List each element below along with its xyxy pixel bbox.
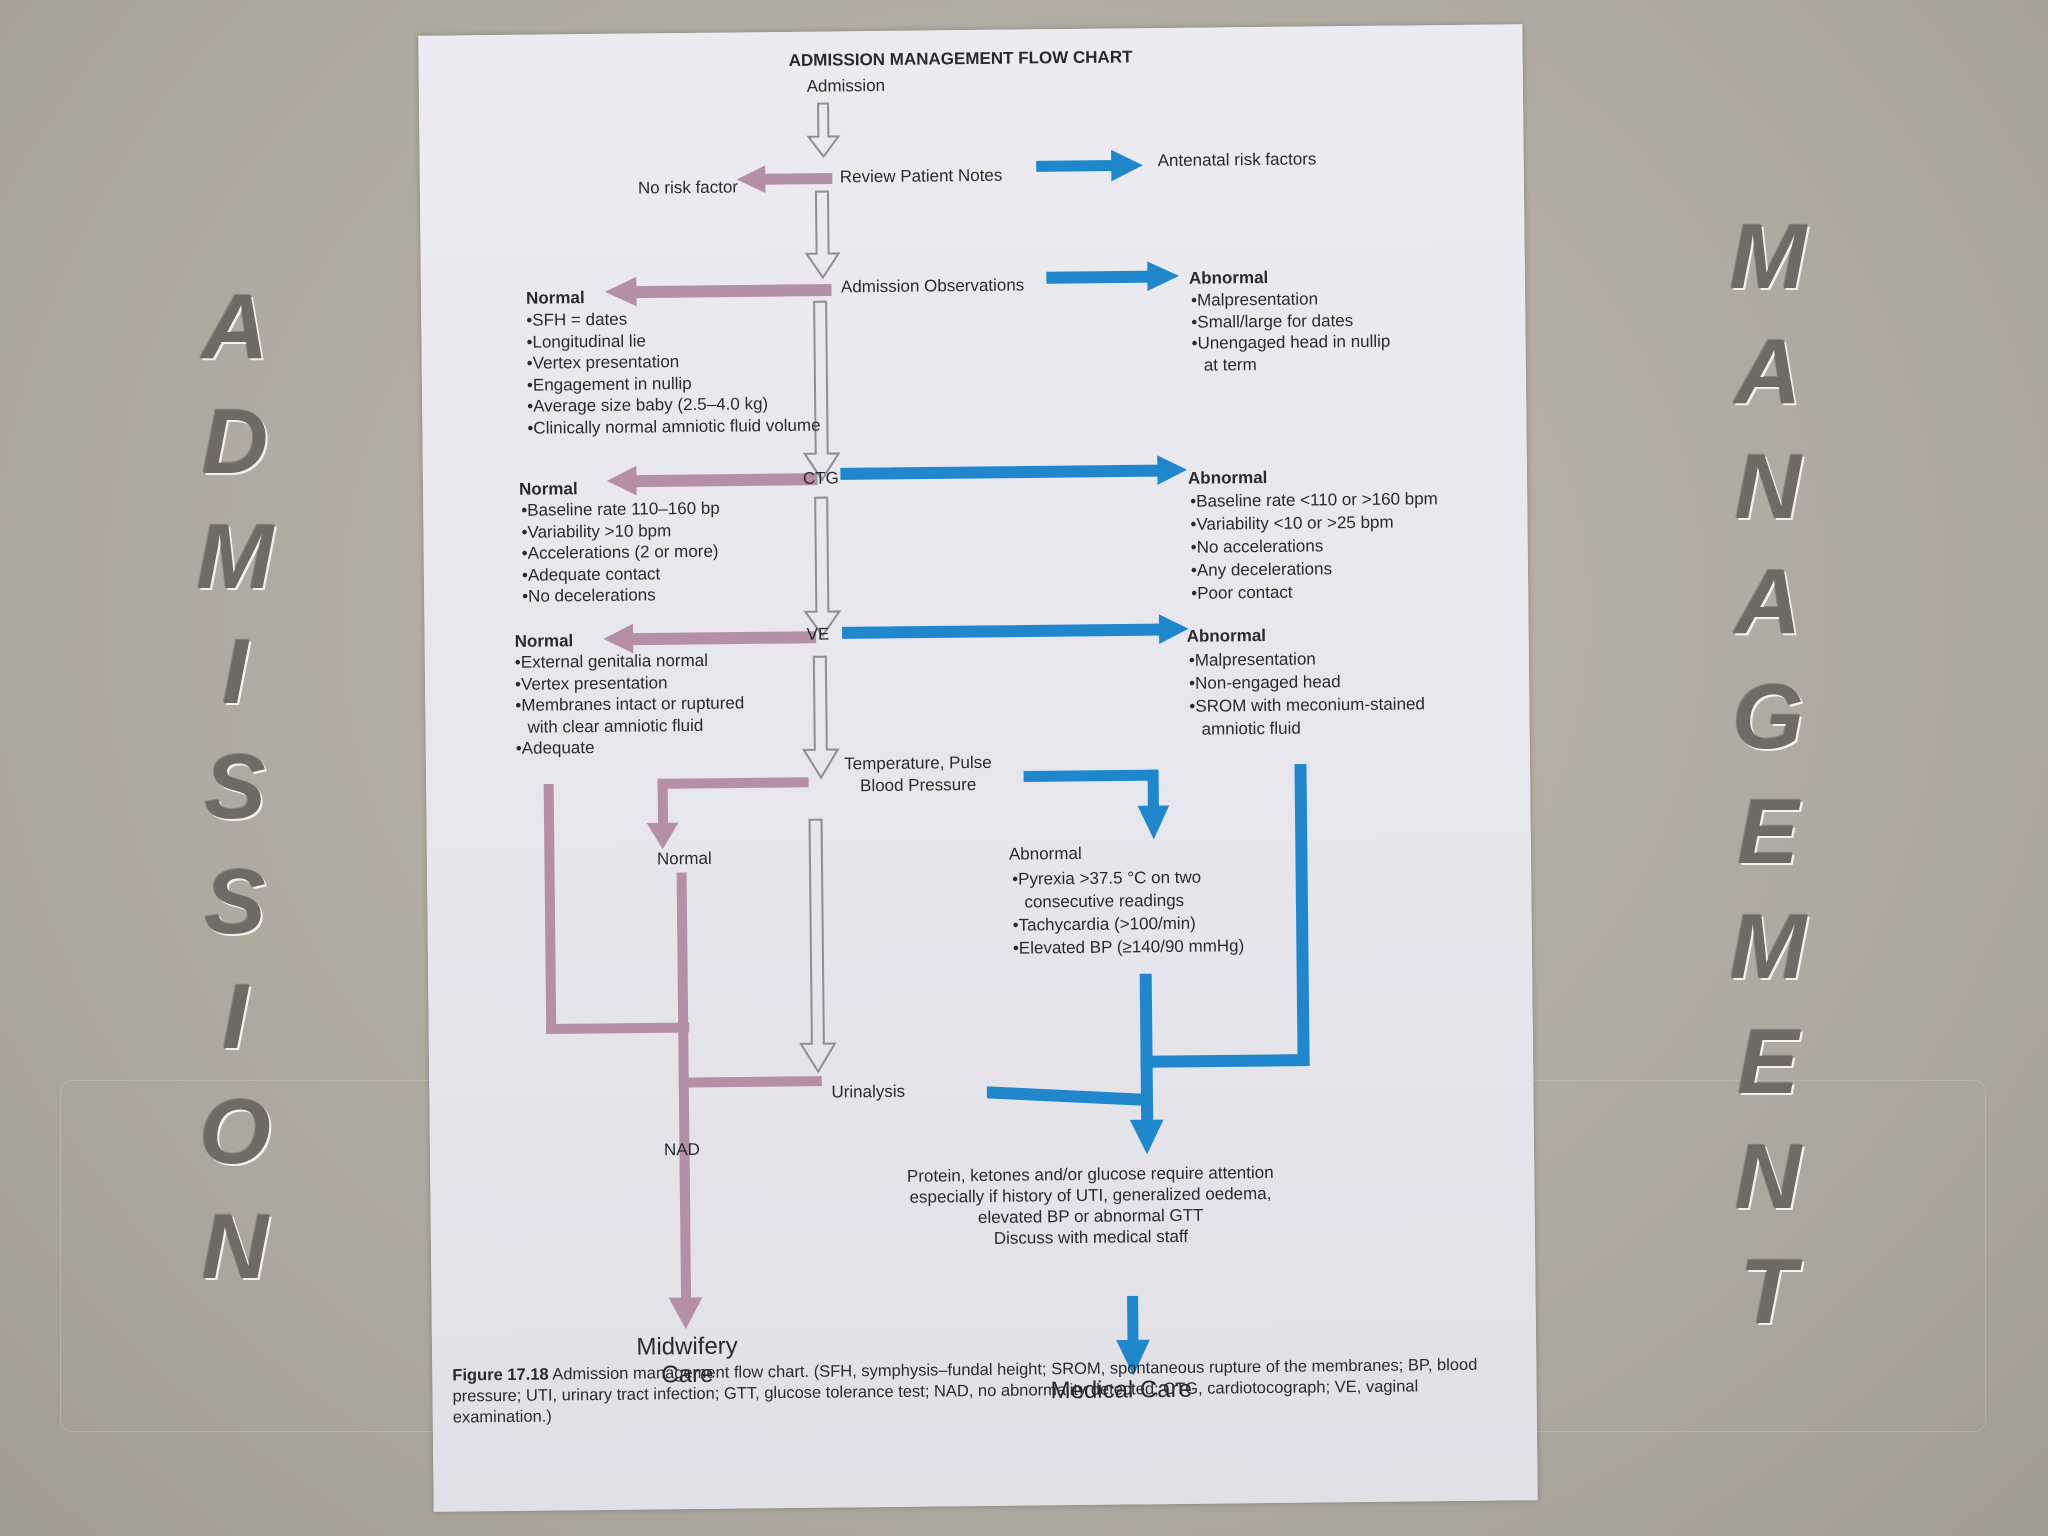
list-item: at term [1203,354,1257,375]
normal-path-arrows [543,165,833,1330]
admission-letter: O [199,1081,271,1183]
list-item: Tachycardia (>100/min) [1013,911,1245,936]
management-letter: E [1737,781,1799,883]
ve-abnormal-list: Malpresentation Non-engaged head SROM wi… [1189,646,1425,740]
figure-caption-text: Admission management flow chart. (SFH, s… [452,1355,1478,1427]
list-item: Small/large for dates [1191,309,1390,333]
antenatal-risk-factors-label: Antenatal risk factors [1157,149,1317,171]
list-item: Malpresentation [1191,288,1390,312]
list-item: Unengaged head in nullip [1191,331,1390,355]
abnormal-path-arrows [840,149,1310,1376]
list-item: Poor contact [1191,579,1439,605]
management-letter: E [1737,1011,1799,1113]
list-item: Elevated BP (≥140/90 mmHg) [1013,934,1245,959]
admission-letter: S [204,736,266,838]
nad-label: NAD [663,1139,700,1160]
admission-letter: A [201,276,269,378]
figure-caption-label: Figure 17.18 [452,1365,549,1385]
list-item: Pyrexia >37.5 °C on two [1012,865,1244,890]
textbook-page: ADMISSION MANAGEMENT FLOW CHART Admissio… [418,24,1538,1512]
ctg-normal-list: Baseline rate 110–160 bp Variability >10… [521,498,721,608]
main-outline-arrows [799,102,842,1074]
admission-letter: S [204,851,266,953]
admission-letter: D [201,391,269,493]
review-patient-notes-node: Review Patient Notes [839,165,1003,187]
observations-normal-list: SFH = dates Longitudinal lie Vertex pres… [526,307,821,439]
ve-normal-list: External genitalia normal Vertex present… [515,649,745,759]
list-item: Baseline rate 110–160 bp [521,498,720,522]
list-item: Longitudinal lie [526,328,819,353]
ve-normal-heading: Normal [514,631,574,651]
list-item: SROM with meconium-stained [1189,692,1425,717]
ctg-node: CTG [802,468,839,488]
tpb-abnormal-heading: Abnormal [1008,843,1082,864]
flowchart-title: ADMISSION MANAGEMENT FLOW CHART [788,47,1133,70]
ctg-abnormal-list: Baseline rate <110 or >160 bpm Variabili… [1190,487,1439,605]
admission-letter: I [222,966,248,1068]
list-item: Variability >10 bpm [521,519,720,543]
no-risk-factor-label: No risk factor [637,177,739,198]
urinalysis-node: Urinalysis [831,1081,906,1102]
list-item: No decelerations [522,584,721,608]
list-item: No accelerations [1191,533,1439,559]
admission-letter: I [222,621,248,723]
list-item: Adequate [516,735,745,759]
ve-node: VE [806,624,830,644]
management-letter: A [1734,551,1802,653]
list-item: consecutive readings [1024,890,1185,912]
management-letter: N [1734,436,1802,538]
midwifery-care-outcome-line1: Midwifery [636,1332,738,1361]
management-letter: M [1729,896,1807,998]
figure-caption: Figure 17.18 Admission management flow c… [452,1354,1513,1428]
list-item: Average size baby (2.5–4.0 kg) [527,393,820,418]
management-letter: G [1732,666,1804,768]
list-item: amniotic fluid [1201,718,1301,739]
admission-letter: N [201,1196,269,1298]
list-item: Clinically normal amniotic fluid volume [527,414,820,439]
tpb-abnormal-list: Pyrexia >37.5 °C on two consecutive read… [1012,865,1244,959]
ctg-abnormal-heading: Abnormal [1187,467,1268,488]
list-item: Variability <10 or >25 bpm [1190,510,1438,536]
list-item: Vertex presentation [515,671,744,695]
list-item: Baseline rate <110 or >160 bpm [1190,487,1438,513]
management-letter: T [1739,1241,1797,1343]
observations-normal-heading: Normal [525,288,585,308]
admission-node: Admission [806,75,886,96]
list-item: Engagement in nullip [527,371,820,396]
ctg-normal-heading: Normal [518,479,578,499]
temperature-pulse-bp-node-line1: Temperature, Pulse [844,752,992,774]
management-letter: N [1734,1126,1802,1228]
observations-abnormal-list: Malpresentation Small/large for dates Un… [1191,288,1391,376]
list-item: Non-engaged head [1189,669,1425,694]
temperature-pulse-bp-node-line2: Blood Pressure [859,775,977,796]
list-item: Membranes intact or ruptured [515,692,744,716]
ve-abnormal-heading: Abnormal [1186,625,1267,646]
management-letter: M [1729,206,1807,308]
tpb-normal-label: Normal [656,848,712,869]
list-item: Malpresentation [1189,646,1425,671]
list-item: Adequate contact [522,562,721,586]
list-item: External genitalia normal [515,649,744,673]
admission-observations-node: Admission Observations [840,275,1025,297]
list-item: Any decelerations [1191,556,1439,582]
management-letter: A [1734,321,1802,423]
list-item: Accelerations (2 or more) [522,541,721,565]
list-item: Vertex presentation [527,350,820,375]
admission-letter: M [196,506,274,608]
list-item: with clear amniotic fluid [527,715,704,737]
observations-abnormal-heading: Abnormal [1188,267,1269,288]
flowchart-arrows [543,102,1310,1376]
list-item: SFH = dates [526,307,819,332]
